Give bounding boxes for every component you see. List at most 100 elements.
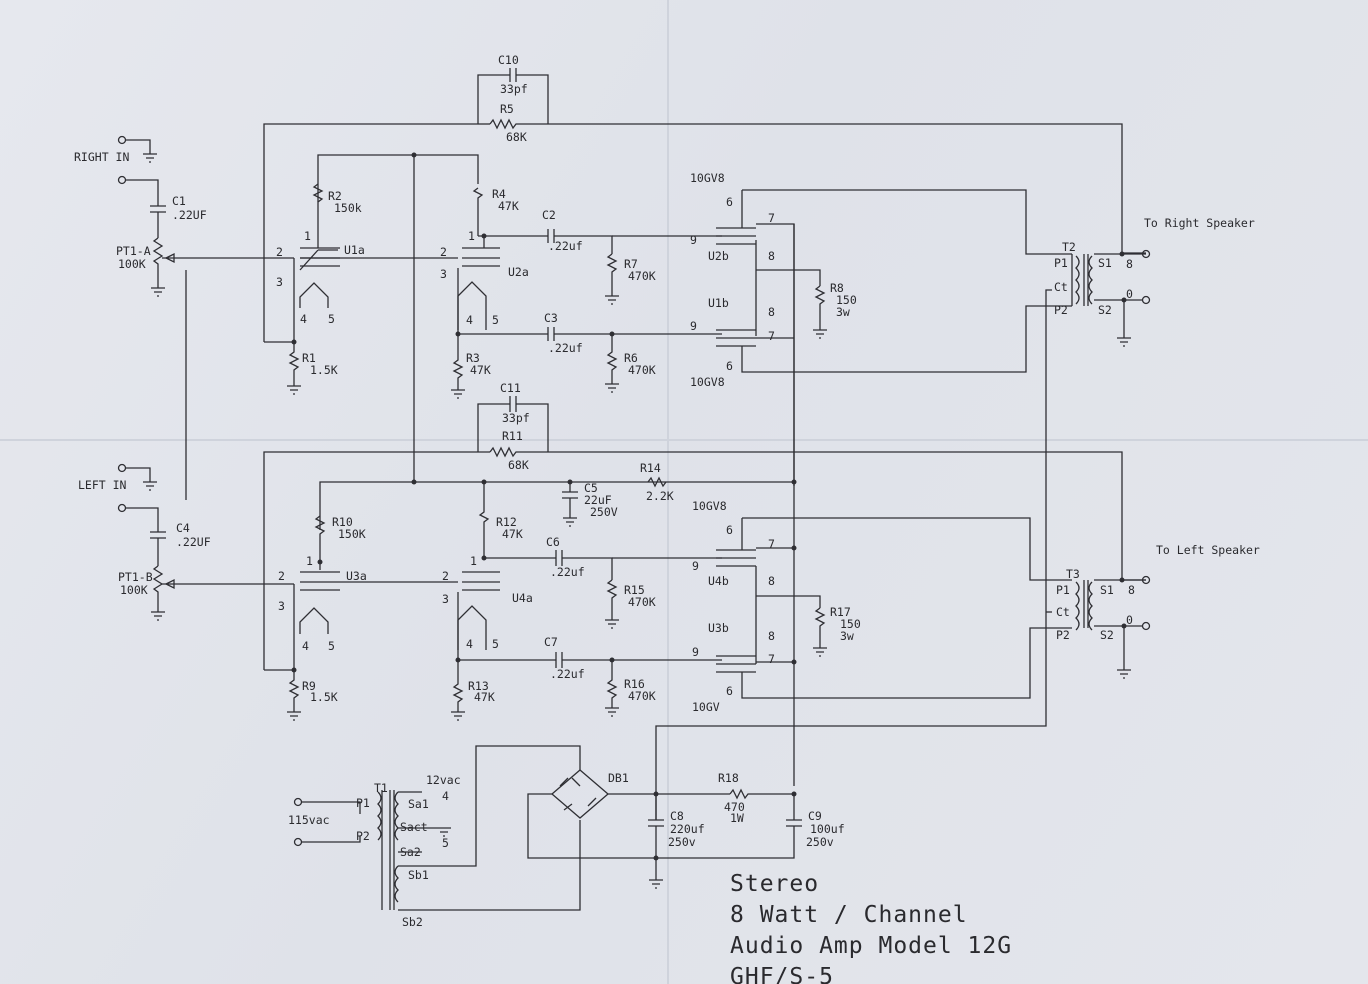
r17-label: R17 bbox=[830, 605, 851, 619]
t1-sb1: Sb1 bbox=[408, 868, 429, 882]
pin-number: 8 bbox=[768, 629, 775, 643]
pin-number: 6 bbox=[726, 195, 733, 209]
r6-value: 470K bbox=[628, 363, 656, 377]
pin-number: 9 bbox=[692, 559, 699, 573]
t3-label: T3 bbox=[1066, 567, 1080, 581]
c8-value: 220uf bbox=[670, 822, 705, 836]
pin-number: 9 bbox=[692, 645, 699, 659]
pin-number: 3 bbox=[442, 592, 449, 606]
c6-label: C6 bbox=[546, 535, 560, 549]
r5-label: R5 bbox=[500, 102, 514, 116]
u2a-label: U2a bbox=[508, 265, 529, 279]
tube-top-left-label: 10GV8 bbox=[692, 499, 727, 513]
r5-value: 68K bbox=[506, 130, 527, 144]
power-supply bbox=[293, 224, 802, 911]
c5-label: C5 bbox=[584, 481, 598, 495]
r9-value: 1.5K bbox=[310, 690, 338, 704]
pin-number: 3 bbox=[278, 599, 285, 613]
pt1b-label: PT1-B bbox=[118, 570, 153, 584]
r14-label: R14 bbox=[640, 461, 661, 475]
c9-voltage: 250v bbox=[806, 835, 834, 849]
r18-value: 470 bbox=[724, 800, 745, 814]
pin-number: 2 bbox=[442, 569, 449, 583]
r12-label: R12 bbox=[496, 515, 517, 529]
c9-value: 100uf bbox=[810, 822, 845, 836]
c9-label: C9 bbox=[808, 809, 822, 823]
filament-pin-5: 5 bbox=[442, 836, 449, 850]
db1-label: DB1 bbox=[608, 771, 629, 785]
title-line-1: Stereo bbox=[730, 871, 819, 897]
pin-number: 2 bbox=[278, 569, 285, 583]
c8-voltage: 250v bbox=[668, 835, 696, 849]
pin-number: 7 bbox=[768, 537, 775, 551]
pin-number: 5 bbox=[492, 637, 499, 651]
t1-p2: P2 bbox=[356, 829, 370, 843]
pin-number: 8 bbox=[768, 305, 775, 319]
r1-label: R1 bbox=[302, 351, 316, 365]
right-input-label: RIGHT IN bbox=[74, 150, 129, 164]
t2-tap-0: 0 bbox=[1126, 287, 1133, 301]
pin-number: 4 bbox=[466, 313, 473, 327]
pin-number: 2 bbox=[440, 245, 447, 259]
t3-tap-8: 8 bbox=[1128, 583, 1135, 597]
t2-s2: S2 bbox=[1098, 303, 1112, 317]
r17-rating: 3w bbox=[840, 629, 854, 643]
r11-value: 68K bbox=[508, 458, 529, 472]
r15-value: 470K bbox=[628, 595, 656, 609]
c4-value: .22UF bbox=[176, 535, 211, 549]
pt1a-label: PT1-A bbox=[116, 244, 151, 258]
r10-label: R10 bbox=[332, 515, 353, 529]
t3-s2: S2 bbox=[1100, 628, 1114, 642]
c11-value: 33pf bbox=[502, 411, 530, 425]
pin-number: 1 bbox=[468, 229, 475, 243]
u1a-label: U1a bbox=[344, 243, 365, 257]
c10-value: 33pf bbox=[500, 82, 528, 96]
pin-number: 9 bbox=[690, 233, 697, 247]
title-line-3: Audio Amp Model 12G bbox=[730, 933, 1012, 959]
pin-number: 1 bbox=[304, 229, 311, 243]
labels: RIGHT IN LEFT IN 115vac To Right Speaker… bbox=[74, 53, 1260, 929]
u3a-label: U3a bbox=[346, 569, 367, 583]
r7-label: R7 bbox=[624, 257, 638, 271]
c7-label: C7 bbox=[544, 635, 558, 649]
t1-sb2: Sb2 bbox=[402, 915, 423, 929]
r4-label: R4 bbox=[492, 187, 506, 201]
pin-number: 1 bbox=[470, 554, 477, 568]
u4a-label: U4a bbox=[512, 591, 533, 605]
t2-p2: P2 bbox=[1054, 303, 1068, 317]
r13-value: 47K bbox=[474, 690, 495, 704]
pin-number: 5 bbox=[328, 639, 335, 653]
pin-number: 4 bbox=[300, 312, 307, 326]
t3-tap-0: 0 bbox=[1126, 613, 1133, 627]
c1-value: .22UF bbox=[172, 208, 207, 222]
r7-value: 470K bbox=[628, 269, 656, 283]
r2-label: R2 bbox=[328, 189, 342, 203]
t1-sact: Sact bbox=[400, 820, 428, 834]
c5-value: 22uF bbox=[584, 493, 612, 507]
pin-number: 5 bbox=[328, 312, 335, 326]
pin-number: 7 bbox=[768, 652, 775, 666]
filament-voltage: 12vac bbox=[426, 773, 461, 787]
c4-label: C4 bbox=[176, 521, 190, 535]
r16-label: R16 bbox=[624, 677, 645, 691]
c10-label: C10 bbox=[498, 53, 519, 67]
t1-label: T1 bbox=[374, 781, 388, 795]
r3-label: R3 bbox=[466, 351, 480, 365]
title-block: Stereo 8 Watt / Channel Audio Amp Model … bbox=[730, 871, 1012, 984]
pin-number: 6 bbox=[726, 359, 733, 373]
c3-value: .22uf bbox=[548, 341, 583, 355]
c5-voltage: 250V bbox=[590, 505, 618, 519]
r11-label: R11 bbox=[502, 429, 523, 443]
r6-label: R6 bbox=[624, 351, 638, 365]
u3b-label: U3b bbox=[708, 621, 729, 635]
pin-number: 4 bbox=[302, 639, 309, 653]
t3-ct: Ct bbox=[1056, 605, 1070, 619]
t3-p1: P1 bbox=[1056, 583, 1070, 597]
pin-number: 9 bbox=[690, 319, 697, 333]
pin-number: 5 bbox=[492, 313, 499, 327]
r10-value: 150K bbox=[338, 527, 366, 541]
tube-bottom-right-label: 10GV8 bbox=[690, 375, 725, 389]
r13-label: R13 bbox=[468, 679, 489, 693]
pin-number: 7 bbox=[768, 329, 775, 343]
t1-sa2: Sa2 bbox=[400, 845, 421, 859]
